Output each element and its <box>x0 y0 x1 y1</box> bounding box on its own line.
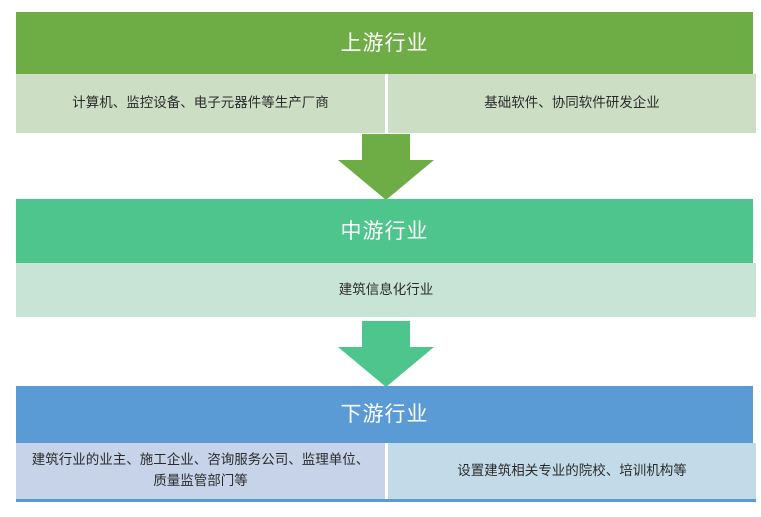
tier-upstream: 上游行业 计算机、监控设备、电子元器件等生产厂商 基础软件、协同软件研发企业 <box>16 12 756 133</box>
tier-downstream-cell-divider <box>385 443 388 499</box>
tier-upstream-cell-divider <box>385 74 388 133</box>
arrow-down-icon-upstream-to-midstream <box>338 134 434 200</box>
tier-downstream: 下游行业 建筑行业的业主、施工企业、咨询服务公司、监理单位、质量监管部门等 设置… <box>16 386 756 502</box>
tier-downstream-cell-1: 建筑行业的业主、施工企业、咨询服务公司、监理单位、质量监管部门等 <box>16 443 385 499</box>
tier-midstream-body: 建筑信息化行业 <box>16 263 756 317</box>
arrow-down-icon-midstream-to-downstream <box>338 321 434 387</box>
tier-upstream-body: 计算机、监控设备、电子元器件等生产厂商 基础软件、协同软件研发企业 <box>16 74 756 133</box>
tier-upstream-cell-2: 基础软件、协同软件研发企业 <box>388 74 756 133</box>
tier-upstream-cell-1: 计算机、监控设备、电子元器件等生产厂商 <box>16 74 385 133</box>
tier-downstream-header: 下游行业 <box>16 386 753 443</box>
tier-downstream-body: 建筑行业的业主、施工企业、咨询服务公司、监理单位、质量监管部门等 设置建筑相关专… <box>16 443 756 502</box>
tier-downstream-cell-2: 设置建筑相关专业的院校、培训机构等 <box>388 443 756 499</box>
tier-midstream-cell-1: 建筑信息化行业 <box>16 263 756 317</box>
tier-upstream-header: 上游行业 <box>16 12 753 74</box>
tier-midstream: 中游行业 建筑信息化行业 <box>16 199 756 317</box>
tier-midstream-header: 中游行业 <box>16 199 753 263</box>
